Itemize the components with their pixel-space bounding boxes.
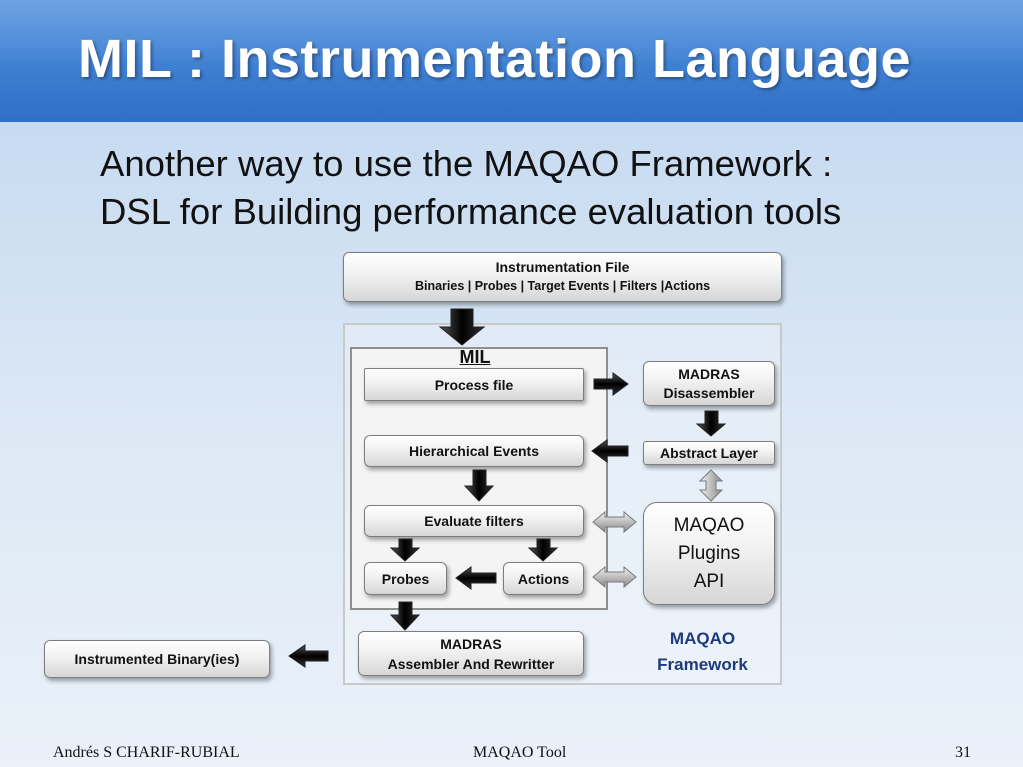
subtitle-line-2: DSL for Building performance evaluation … [100,191,842,232]
madras-disassembler-line1: MADRAS [678,365,740,382]
arrow-events-to-filters [463,469,495,502]
madras-disassembler-box: MADRAS Disassembler [643,361,775,406]
mil-label: MIL [459,347,491,367]
actions-box: Actions [503,562,584,595]
footer-author: Andrés S CHARIF-RUBIAL [53,744,240,761]
arrow-process-to-disassembler [593,372,629,396]
arrow-file-to-mil [438,308,486,346]
arrow-actions-to-probes [455,566,497,590]
maqao-plugins-api-box: MAQAO Plugins API [643,502,775,605]
instrumentation-file-box: Instrumentation File Binaries | Probes |… [343,252,782,302]
arrow-abstract-to-events [591,439,629,463]
arrow-probes-to-assembler [389,601,421,631]
bidirectional-filters-plugins [592,510,637,534]
instrumented-binary-box: Instrumented Binary(ies) [44,640,270,678]
madras-assembler-line2: Assembler And Rewritter [387,655,555,672]
framework-label-line1: MAQAO [669,629,736,648]
probes-box: Probes [364,562,447,595]
slide-title: MIL : Instrumentation Language [78,29,912,89]
abstract-layer-box: Abstract Layer [643,441,775,465]
title-band [0,0,1023,122]
footer-center: MAQAO Tool [473,744,567,761]
arrow-filters-to-actions [527,538,559,562]
framework-label-line2: Framework [657,655,748,674]
plugins-api-line3: API [693,570,725,592]
hierarchical-events-box: Hierarchical Events [364,435,584,467]
maqao-framework-label: MAQAO Framework [640,626,765,678]
plugins-api-line1: MAQAO [673,514,745,536]
subtitle-line-1: Another way to use the MAQAO Framework : [100,143,833,184]
slide-subtitle: Another way to use the MAQAO Framework :… [100,140,980,236]
plugins-api-line2: Plugins [677,542,741,564]
footer-page-number: 31 [955,744,971,761]
arrow-disassembler-to-abstract [695,410,727,437]
process-file-box: Process file [364,368,584,401]
arrow-filters-to-probes [389,538,421,562]
instrumentation-file-details: Binaries | Probes | Target Events | Filt… [414,279,711,293]
evaluate-filters-box: Evaluate filters [364,505,584,537]
madras-disassembler-line2: Disassembler [663,384,755,401]
arrow-assembler-to-binary [288,644,329,668]
madras-assembler-box: MADRAS Assembler And Rewritter [358,631,584,676]
madras-assembler-line1: MADRAS [440,635,502,652]
bidirectional-abstract-plugins [698,469,724,502]
bidirectional-actions-plugins [592,565,637,589]
instrumentation-file-title: Instrumentation File [495,259,630,275]
